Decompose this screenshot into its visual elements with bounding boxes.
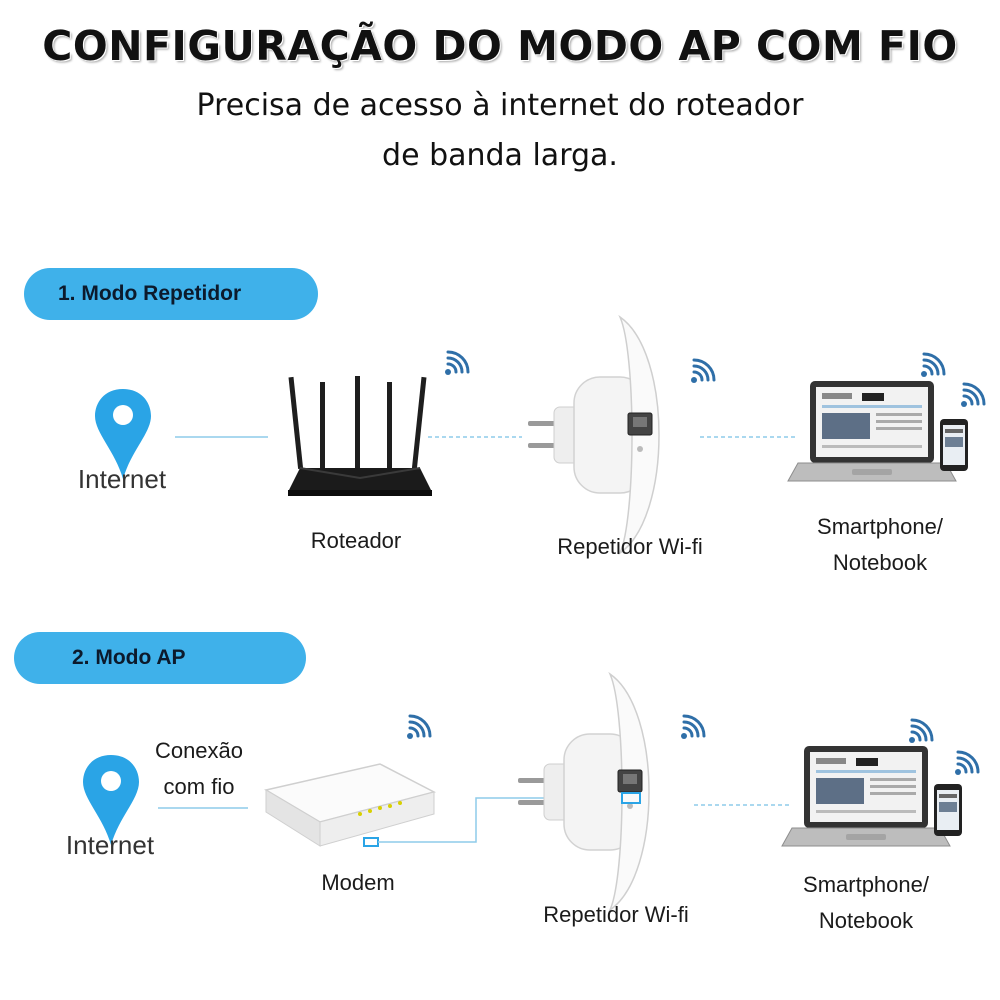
mode2-laptop-wifi-icon: [907, 718, 934, 745]
mode2-devices-label-line-1: Smartphone/: [803, 872, 929, 897]
mode2-devices-label-line-2: Notebook: [818, 908, 914, 933]
mode1-laptop-wifi-icon: [919, 352, 946, 379]
mode2-modem-label: Modem: [321, 870, 395, 895]
mode2-modem-icon: [264, 763, 437, 847]
mode1-router-label: Roteador: [310, 528, 402, 553]
mode1-laptop-phone-icon: [787, 380, 969, 482]
mode2-repeater-label: Repetidor Wi-fi: [543, 902, 689, 927]
mode2-modem-wifi-icon: [405, 714, 432, 741]
mode2-phone-wifi-icon: [953, 750, 980, 777]
mode-repeater-pill: 1. Modo Repetidor: [24, 268, 318, 320]
mode1-router-icon: [288, 376, 432, 496]
mode1-devices-label-line-1: Smartphone/: [817, 514, 943, 539]
mode2-wired-label-line-1: Conexão: [154, 738, 244, 763]
mode1-devices-label-line-2: Notebook: [832, 550, 928, 575]
mode2-internet-label: Internet: [65, 830, 155, 860]
mode1-repeater-icon: [527, 316, 660, 554]
mode2-wired-label-line-2: com fio: [163, 774, 235, 799]
mode1-internet-label: Internet: [77, 464, 167, 494]
mode-ap-pill: 2. Modo AP: [14, 632, 306, 684]
subtitle-line-2: de banda larga.: [382, 138, 618, 173]
mode1-router-wifi-icon: [443, 350, 470, 377]
subtitle-line-1: Precisa de acesso à internet do roteador: [196, 88, 804, 123]
mode1-repeater-label: Repetidor Wi-fi: [557, 534, 703, 559]
mode2-repeater-port-highlight: [621, 792, 641, 804]
page-title: CONFIGURAÇÃO DO MODO AP COM FIO: [42, 22, 958, 70]
mode1-repeater-wifi-icon: [689, 358, 716, 385]
mode1-phone-wifi-icon: [959, 382, 986, 409]
mode2-repeater-wifi-icon: [679, 714, 706, 741]
mode2-laptop-phone-icon: [781, 745, 963, 847]
